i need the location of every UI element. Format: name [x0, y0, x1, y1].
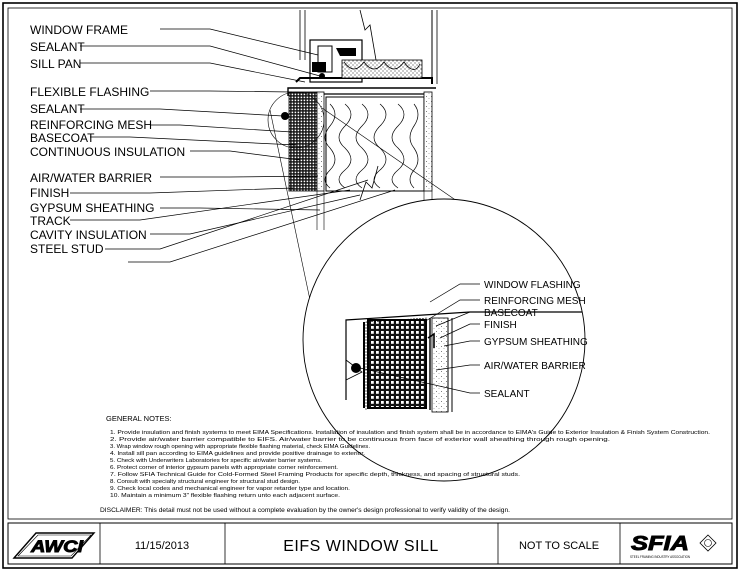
note-item-8: 8. Consult with specialty structural eng… [110, 479, 300, 485]
sfia-logo-subtext: STEEL FRAMING INDUSTRY ASSOCIATION [630, 555, 691, 559]
label-basecoat: BASECOAT [30, 131, 95, 145]
note-item-1: 1. Provide insulation and finish systems… [110, 430, 711, 436]
label-steel-stud: STEEL STUD [30, 242, 104, 256]
label-sealant-2: SEALANT [30, 102, 85, 116]
title-scale: NOT TO SCALE [519, 540, 599, 552]
label-finish: FINISH [30, 186, 69, 200]
detail-label-gypsum-sheathing: GYPSUM SHEATHING [484, 337, 588, 348]
note-item-5: 5. Check with Underwriters Laboratories … [110, 458, 322, 464]
label-continuous-insulation: CONTINUOUS INSULATION [30, 145, 185, 159]
note-item-7: 7. Follow SFIA Technical Guide for Cold-… [110, 472, 521, 478]
main-section-drawing [267, 9, 438, 230]
gypsum-sheathing [316, 91, 325, 192]
title-date: 11/15/2013 [135, 540, 189, 552]
detail-label-window-flashing: WINDOW FLASHING [484, 280, 581, 291]
title-name: EIFS WINDOW SILL [283, 538, 439, 555]
detail-label-finish: FINISH [484, 320, 517, 331]
continuous-insulation-block [288, 91, 318, 192]
detail-label-air-water-barrier: AIR/WATER BARRIER [484, 361, 586, 372]
detail-label-sealant: SEALANT [484, 389, 530, 400]
label-gypsum-sheathing: GYPSUM SHEATHING [30, 201, 154, 215]
note-item-9: 9. Check local codes and mechanical engi… [110, 486, 351, 492]
general-notes-heading: GENERAL NOTES: [106, 414, 172, 423]
sealant-corner [281, 112, 289, 120]
disclaimer: DISCLAIMER: This detail must not be used… [100, 507, 510, 514]
sealant-bead [319, 73, 325, 79]
cavity-insulation [324, 103, 419, 189]
main-leader-lines [70, 28, 396, 263]
note-item-2: 2. Provide air/water barrier compatible … [110, 437, 611, 443]
detail-label-reinforcing-mesh: REINFORCING MESH [484, 296, 586, 307]
label-track: TRACK [30, 214, 71, 228]
note-item-3: 3. Wrap window rough opening with approp… [110, 444, 370, 450]
label-air-water-barrier: AIR/WATER BARRIER [30, 171, 152, 185]
awci-logo-text: AWCI [30, 537, 85, 556]
sfia-diamond-icon [699, 534, 717, 552]
label-flexible-flashing: FLEXIBLE FLASHING [30, 85, 149, 99]
label-cavity-insulation: CAVITY INSULATION [30, 228, 147, 242]
label-window-frame: WINDOW FRAME [30, 23, 128, 37]
note-item-6: 6. Protect corner of interior gypsum pan… [110, 465, 338, 471]
awci-logo: AWCI [12, 532, 96, 559]
note-item-4: 4. Install sill pan according to EIMA gu… [110, 451, 366, 457]
detail-leader-lines [359, 283, 480, 394]
sill-pan [295, 77, 433, 84]
main-labels: WINDOW FRAME SEALANT SILL PAN FLEXIBLE F… [30, 23, 185, 256]
sfia-logo-text: SFIA [631, 533, 689, 555]
label-sealant-1: SEALANT [30, 40, 85, 54]
enlarged-detail [269, 107, 586, 482]
general-notes: GENERAL NOTES: 1. Provide insulation and… [100, 414, 711, 514]
title-block: AWCI 11/15/2013 EIFS WINDOW SILL NOT TO … [7, 522, 733, 565]
detail-labels: WINDOW FLASHING REINFORCING MESH BASECOA… [484, 280, 588, 400]
sfia-logo: SFIA STEEL FRAMING INDUSTRY ASSOCIATION [630, 533, 717, 559]
label-reinforcing-mesh: REINFORCING MESH [30, 118, 152, 132]
sheet-inner-border [7, 7, 733, 520]
label-sill-pan: SILL PAN [30, 57, 81, 71]
detail-label-basecoat: BASECOAT [484, 308, 538, 319]
note-item-10: 10. Maintain a minimum 3" flexible flash… [110, 493, 341, 499]
